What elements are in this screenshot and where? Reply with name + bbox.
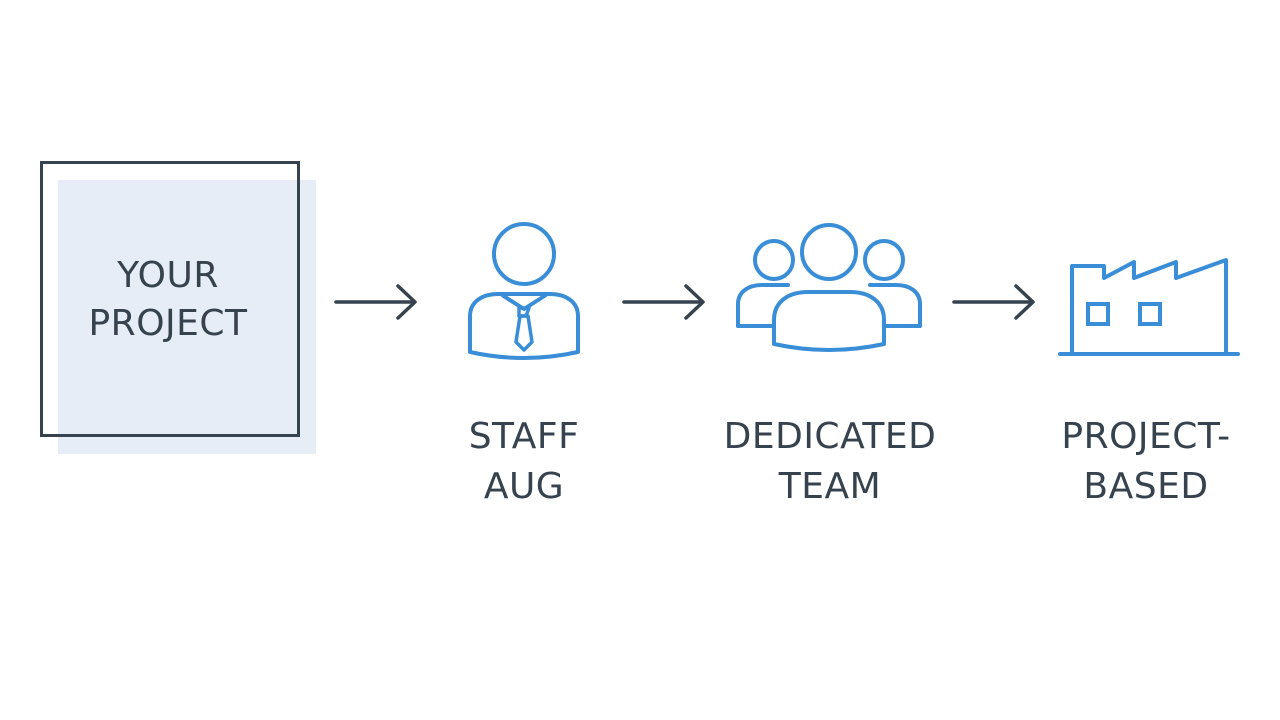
- project-box: [40, 161, 300, 437]
- arrow-right-icon: [334, 284, 417, 320]
- project-label: YOUR PROJECT: [88, 255, 248, 344]
- arrow-right-icon: [622, 284, 705, 320]
- step-label-project-based: PROJECT- BASED: [1061, 416, 1231, 507]
- group-of-people-icon: [736, 223, 922, 352]
- arrow-right-icon: [952, 284, 1035, 320]
- project-box-shadow: [58, 180, 316, 454]
- factory-icon: [1058, 258, 1240, 356]
- person-with-tie-icon: [468, 222, 580, 360]
- step-label-dedicated-team: DEDICATED TEAM: [723, 416, 937, 507]
- step-label-staff-aug: STAFF AUG: [468, 416, 580, 507]
